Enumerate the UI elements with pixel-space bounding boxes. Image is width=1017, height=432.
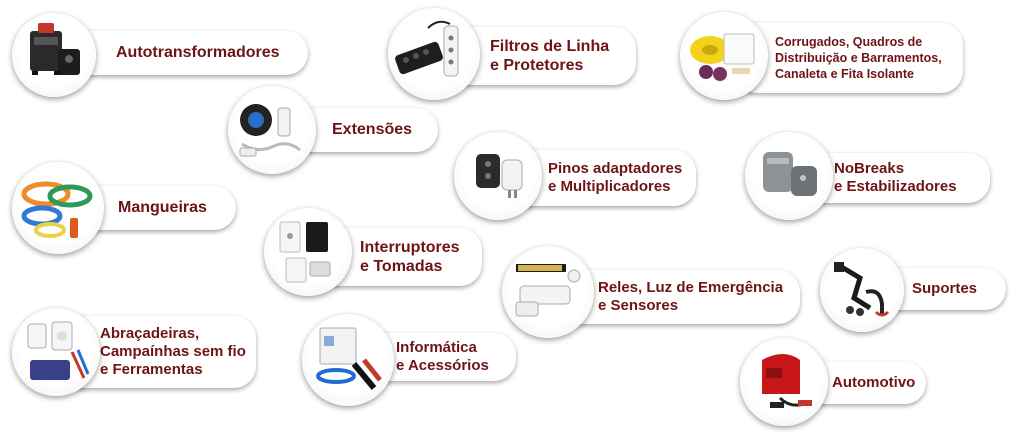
power-strip-icon[interactable] xyxy=(388,8,480,100)
autotransformer-icon[interactable] xyxy=(12,13,96,97)
hose-icon[interactable] xyxy=(12,162,104,254)
network-cable-icon[interactable] xyxy=(302,314,394,406)
emergency-light-icon[interactable] xyxy=(502,246,594,338)
plug-adapter-icon[interactable] xyxy=(454,132,542,220)
extension-reel-icon[interactable] xyxy=(228,86,316,174)
ups-icon[interactable] xyxy=(745,132,833,220)
wall-switch-icon[interactable] xyxy=(264,208,352,296)
doorbell-tools-icon[interactable] xyxy=(12,308,100,396)
category-label[interactable]: Filtros de Linha e Protetores xyxy=(448,27,636,85)
wall-bracket-icon[interactable] xyxy=(820,248,904,332)
category-label[interactable]: Autotransformadores xyxy=(68,31,308,75)
conduit-icon[interactable] xyxy=(680,12,768,100)
battery-charger-icon[interactable] xyxy=(740,338,828,426)
category-label[interactable]: Corrugados, Quadros de Distribuição e Ba… xyxy=(735,23,963,93)
category-label[interactable]: Reles, Luz de Emergência e Sensores xyxy=(558,270,800,324)
